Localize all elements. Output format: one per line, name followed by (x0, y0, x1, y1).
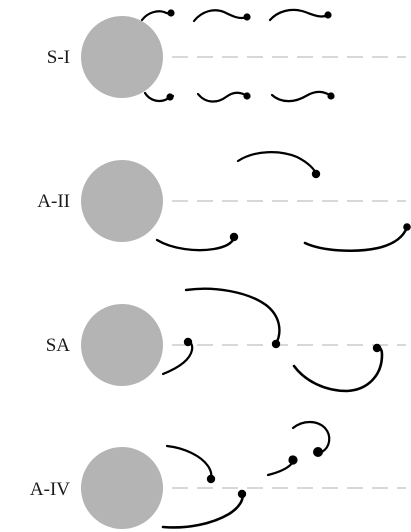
vortex-core (243, 92, 251, 100)
vortex (184, 287, 281, 346)
row-label-a-ii: A-II (37, 191, 70, 212)
cylinder (81, 447, 163, 529)
vortex (270, 90, 333, 103)
lower-vortex-street (143, 90, 335, 103)
vortex-core (183, 337, 193, 347)
vortex (291, 420, 331, 454)
vortex (165, 444, 213, 481)
vortex-core (372, 343, 382, 353)
vortex-core (229, 232, 239, 242)
vortex-core (288, 455, 298, 465)
vortex-core (311, 169, 321, 179)
vortex-core (243, 13, 251, 21)
vortex-structures (161, 287, 384, 393)
cylinder (81, 304, 163, 386)
cylinder (81, 160, 163, 242)
vortex-core (403, 223, 411, 231)
upper-vortex-street (140, 8, 332, 23)
vortex (155, 236, 236, 252)
vortex (196, 91, 249, 103)
vortex-core (313, 447, 323, 457)
row-label-a-iv: A-IV (29, 479, 70, 500)
vortex-core (237, 489, 247, 499)
row-s-i (81, 8, 406, 103)
vortex (192, 9, 249, 23)
vortex (268, 8, 330, 22)
row-label-sa: SA (45, 335, 70, 356)
vortex-core (327, 92, 335, 100)
vortex (161, 492, 244, 529)
row-label-s-i: S-I (46, 47, 70, 68)
vortex-core (167, 9, 175, 17)
vortex (236, 151, 318, 176)
vortex (303, 225, 409, 253)
row-sa (81, 287, 406, 393)
vortex-core (206, 474, 216, 484)
vortex-core (166, 93, 174, 101)
row-a-ii (81, 151, 411, 253)
vortex (292, 345, 384, 393)
vortex-pairs (155, 151, 411, 253)
cylinder (81, 16, 163, 98)
row-a-iv (81, 420, 406, 529)
vortex-core (271, 339, 281, 349)
vortex-core (324, 11, 332, 19)
vortex-structures (161, 420, 331, 529)
